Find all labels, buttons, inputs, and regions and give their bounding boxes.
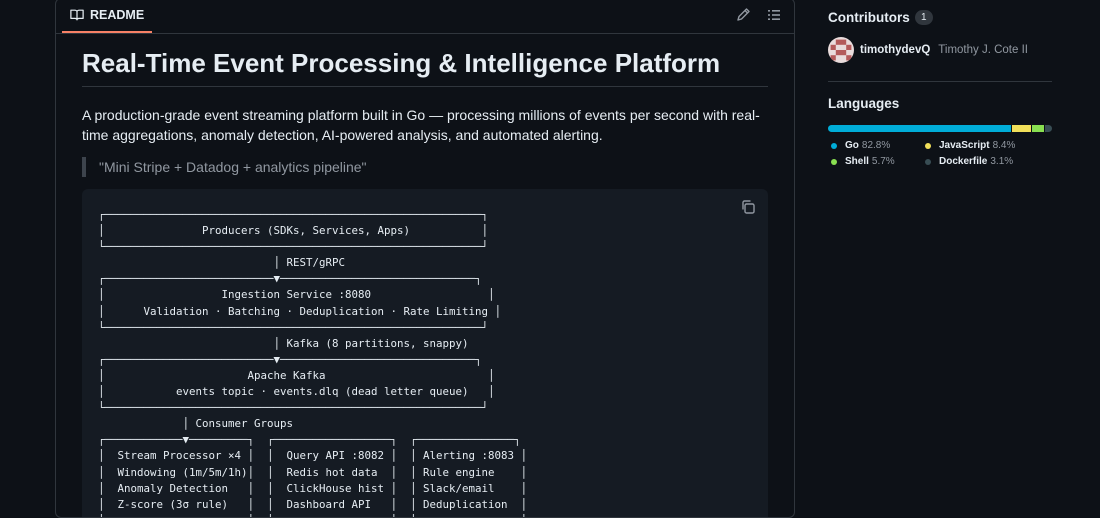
contributors-heading[interactable]: Contributors 1 (828, 10, 1052, 25)
language-percent: 5.7% (871, 156, 895, 167)
readme-tab-label: README (90, 8, 145, 22)
contributor-fullname: Timothy J. Cote II (938, 44, 1028, 56)
language-percent: 8.4% (992, 140, 1016, 151)
contributor-item[interactable]: timothydevQ Timothy J. Cote II (828, 37, 1052, 63)
divider (828, 81, 1052, 82)
language-bar-segment (828, 125, 1011, 132)
language-dot-icon (925, 142, 931, 149)
copy-icon[interactable] (740, 199, 756, 215)
languages-heading: Languages (828, 96, 900, 111)
architecture-diagram: ┌───────────────────────────────────────… (98, 208, 528, 517)
language-bar-segment (1045, 125, 1052, 132)
contributors-count-badge: 1 (914, 10, 933, 25)
readme-tab[interactable]: README (62, 0, 153, 33)
blockquote: "Mini Stripe + Datadog + analytics pipel… (82, 157, 768, 177)
sidebar: Contributors 1 timothydevQ Timothy J. Co… (828, 0, 1052, 167)
readme-panel: README Real-Time Event Processing & Inte… (55, 0, 795, 518)
language-bar-segment (1031, 125, 1045, 132)
language-dot-icon (831, 158, 837, 165)
identicon-icon (828, 37, 854, 63)
language-dot-icon (925, 158, 931, 165)
page-title: Real-Time Event Processing & Intelligenc… (82, 47, 768, 87)
avatar[interactable] (828, 37, 854, 63)
language-name: JavaScript (939, 140, 990, 151)
contributor-username[interactable]: timothydevQ (860, 44, 931, 56)
contributors-title: Contributors (828, 10, 910, 25)
list-outline-icon[interactable] (766, 7, 782, 23)
pencil-icon[interactable] (735, 7, 751, 23)
language-name: Dockerfile (939, 156, 988, 167)
readme-content: Real-Time Event Processing & Intelligenc… (82, 33, 768, 517)
readme-description: A production-grade event streaming platf… (82, 107, 760, 143)
language-percent: 82.8% (861, 140, 891, 151)
language-dot-icon (831, 142, 837, 149)
readme-header: README (56, 0, 794, 34)
language-name: Shell (845, 156, 869, 167)
architecture-code-block: ┌───────────────────────────────────────… (82, 189, 768, 517)
language-name: Go (845, 140, 859, 151)
languages-bar (828, 125, 1052, 132)
language-bar-segment (1012, 125, 1031, 132)
language-percent: 3.1% (990, 156, 1014, 167)
book-icon (70, 9, 84, 21)
